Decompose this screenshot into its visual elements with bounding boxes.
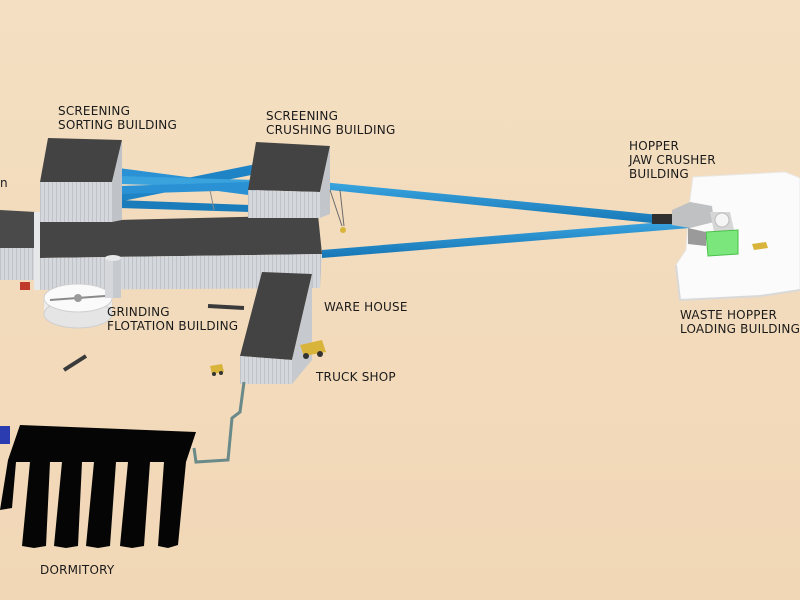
silos <box>105 255 121 298</box>
screening-crushing-building <box>248 142 330 218</box>
loader-icon <box>210 364 224 376</box>
conveyor-belts <box>118 164 690 258</box>
label-ware-house: WARE HOUSE <box>324 300 408 314</box>
truck-icon <box>300 340 326 359</box>
pipeline <box>192 381 246 464</box>
hopper-jaw-crusher-building <box>652 202 739 257</box>
crane-hook-icon <box>209 189 346 233</box>
label-grinding-flotation: GRINDING FLOTATION BUILDING <box>107 305 239 333</box>
label-hopper-jaw-crusher: HOPPER JAW CRUSHER BUILDING <box>629 139 716 181</box>
thickener-tank <box>43 283 113 329</box>
screening-sorting-building <box>40 138 122 222</box>
label-screening-crushing: SCREENING CRUSHING BUILDING <box>266 109 396 137</box>
red-vehicle <box>20 282 30 290</box>
label-waste-hopper: WASTE HOPPER LOADING BUILDING <box>680 308 800 336</box>
label-truck-shop: TRUCK SHOP <box>316 370 396 384</box>
label-dormitory: DORMITORY <box>40 563 115 577</box>
label-screening-sorting: SCREENING SORTING BUILDING <box>58 104 177 132</box>
dormitory-building <box>0 425 196 548</box>
rail-segment <box>62 304 245 372</box>
small-vehicle <box>752 242 768 250</box>
label-cut-off: n <box>0 176 8 190</box>
